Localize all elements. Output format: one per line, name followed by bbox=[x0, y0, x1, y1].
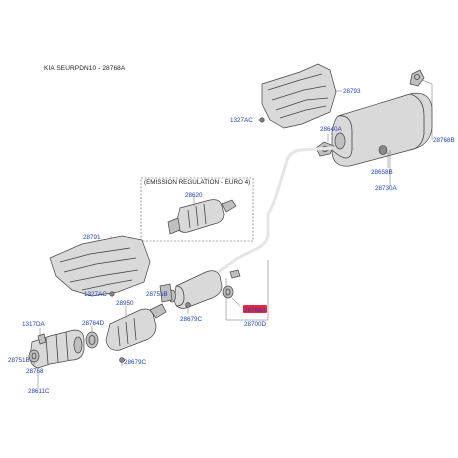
part-1317DA[interactable]: 1317DA bbox=[22, 321, 46, 328]
catalyst-28950-drawing bbox=[85, 303, 167, 363]
emission-regulation-label: (EMISSION REGULATION - EURO 4) bbox=[144, 179, 250, 186]
part-28793[interactable]: 28793 bbox=[343, 88, 361, 95]
center-pipe-28700D-drawing bbox=[159, 146, 335, 309]
part-28768B[interactable]: 28768B bbox=[433, 137, 455, 144]
part-28768[interactable]: 28768 bbox=[26, 368, 44, 375]
muffler-28730A-drawing bbox=[331, 69, 433, 167]
part-28764D[interactable]: 28764D bbox=[82, 320, 105, 327]
emission-regulation-box bbox=[140, 177, 254, 242]
highlight-28768A bbox=[243, 305, 267, 313]
part-1327AC-top[interactable]: 1327AC bbox=[230, 117, 253, 124]
heat-shield-28791-drawing bbox=[49, 235, 151, 297]
part-1327AC-mid[interactable]: 1327AC bbox=[84, 291, 107, 298]
part-28730A[interactable]: 28730A bbox=[375, 185, 398, 192]
part-28679C-mid[interactable]: 28679C bbox=[180, 316, 203, 323]
part-28751B-mid[interactable]: 28751B bbox=[146, 291, 168, 298]
part-28950[interactable]: 28950 bbox=[116, 300, 134, 307]
part-28768A[interactable]: 28768A bbox=[244, 307, 267, 314]
part-28620[interactable]: 28620 bbox=[185, 192, 203, 199]
part-28679C-low[interactable]: 28679C bbox=[124, 359, 147, 366]
part-28700D[interactable]: 28700D bbox=[244, 321, 267, 328]
part-28611C[interactable]: 28611C bbox=[28, 388, 50, 395]
catalyst-28620-drawing bbox=[167, 199, 237, 235]
front-pipe-28611C-drawing bbox=[28, 329, 85, 369]
diagram-title: KIA SEURPDN10 - 28768A bbox=[44, 65, 126, 72]
part-28640A[interactable]: 28640A bbox=[320, 126, 343, 133]
heat-shield-28793-drawing bbox=[259, 63, 337, 129]
part-28751B-left[interactable]: 28751B bbox=[8, 357, 30, 364]
part-28658B[interactable]: 28658B bbox=[371, 169, 393, 176]
part-28791[interactable]: 28791 bbox=[83, 234, 101, 241]
